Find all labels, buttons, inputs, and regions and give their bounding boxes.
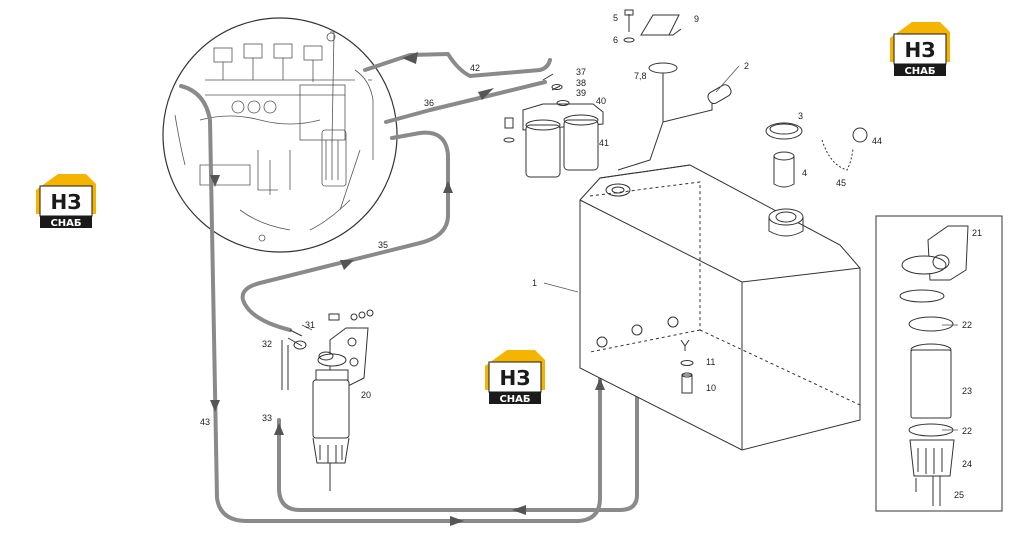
brand-logo: НЗ СНАБ bbox=[485, 350, 545, 405]
fuel-line-42 bbox=[363, 52, 552, 78]
callout-c11: 11 bbox=[706, 357, 715, 367]
fuel-level-sender bbox=[617, 62, 732, 171]
fuel-line-35 bbox=[240, 130, 450, 332]
callout-c42: 42 bbox=[470, 63, 480, 73]
logo-bottom-text: СНАБ bbox=[499, 394, 530, 405]
callout-c35: 35 bbox=[378, 240, 388, 250]
logo-top-text: НЗ bbox=[905, 38, 936, 62]
filter-detail-inset bbox=[875, 215, 1003, 512]
callout-c37: 37 bbox=[576, 67, 586, 77]
callout-c40: 40 bbox=[596, 96, 606, 106]
callout-c21: 21 bbox=[972, 228, 982, 238]
callout-c78: 7,8 bbox=[634, 71, 647, 81]
callout-c41: 41 bbox=[599, 138, 609, 148]
secondary-fuel-filters bbox=[503, 73, 604, 178]
fuel-tank bbox=[579, 164, 861, 451]
callout-c33: 33 bbox=[262, 413, 272, 423]
callout-c22a: 22 bbox=[962, 320, 972, 330]
callout-c22b: 22 bbox=[962, 426, 972, 436]
brand-logo: НЗ СНАБ bbox=[36, 174, 96, 229]
callout-c20: 20 bbox=[361, 390, 371, 400]
filler-cap-assembly bbox=[765, 122, 868, 188]
callout-c45: 45 bbox=[836, 178, 846, 188]
logo-top-text: НЗ bbox=[500, 366, 531, 390]
callout-c2: 2 bbox=[744, 61, 749, 71]
callout-c44: 44 bbox=[872, 136, 882, 146]
callout-c24: 24 bbox=[962, 459, 972, 469]
fuel-line-33 bbox=[277, 336, 639, 512]
callout-c10: 10 bbox=[706, 383, 716, 393]
engine-detail-view bbox=[162, 17, 398, 253]
callout-c25: 25 bbox=[954, 490, 964, 500]
callout-c6: 6 bbox=[613, 35, 618, 45]
mounting-bracket bbox=[623, 9, 682, 43]
leader-lines bbox=[301, 65, 958, 431]
callout-c23: 23 bbox=[962, 386, 972, 396]
fuel-lines bbox=[179, 52, 642, 526]
callout-c31: 31 bbox=[305, 320, 315, 330]
callout-c43: 43 bbox=[200, 417, 210, 427]
callout-c1: 1 bbox=[532, 278, 537, 288]
brand-logo: НЗ СНАБ bbox=[890, 22, 950, 77]
callout-c32: 32 bbox=[262, 339, 272, 349]
logo-bottom-text: СНАБ bbox=[904, 66, 935, 77]
drain-plug bbox=[680, 339, 694, 394]
primary-fuel-filter bbox=[281, 309, 374, 491]
callout-c9: 9 bbox=[694, 14, 699, 24]
callout-c39: 39 bbox=[576, 88, 586, 98]
logo-bottom-text: СНАБ bbox=[50, 218, 81, 229]
callout-c38: 38 bbox=[576, 78, 586, 88]
callout-c36: 36 bbox=[424, 98, 434, 108]
callout-c5: 5 bbox=[613, 13, 618, 23]
logo-top-text: НЗ bbox=[51, 190, 82, 214]
callout-labels: 1 2 3 4 5 6 7,8 9 10 11 20 21 22 22 23 2… bbox=[200, 13, 982, 500]
callout-c4: 4 bbox=[802, 168, 807, 178]
fuel-line-43 bbox=[179, 84, 602, 523]
fuel-line-36 bbox=[384, 80, 547, 124]
callout-c3: 3 bbox=[798, 111, 803, 121]
